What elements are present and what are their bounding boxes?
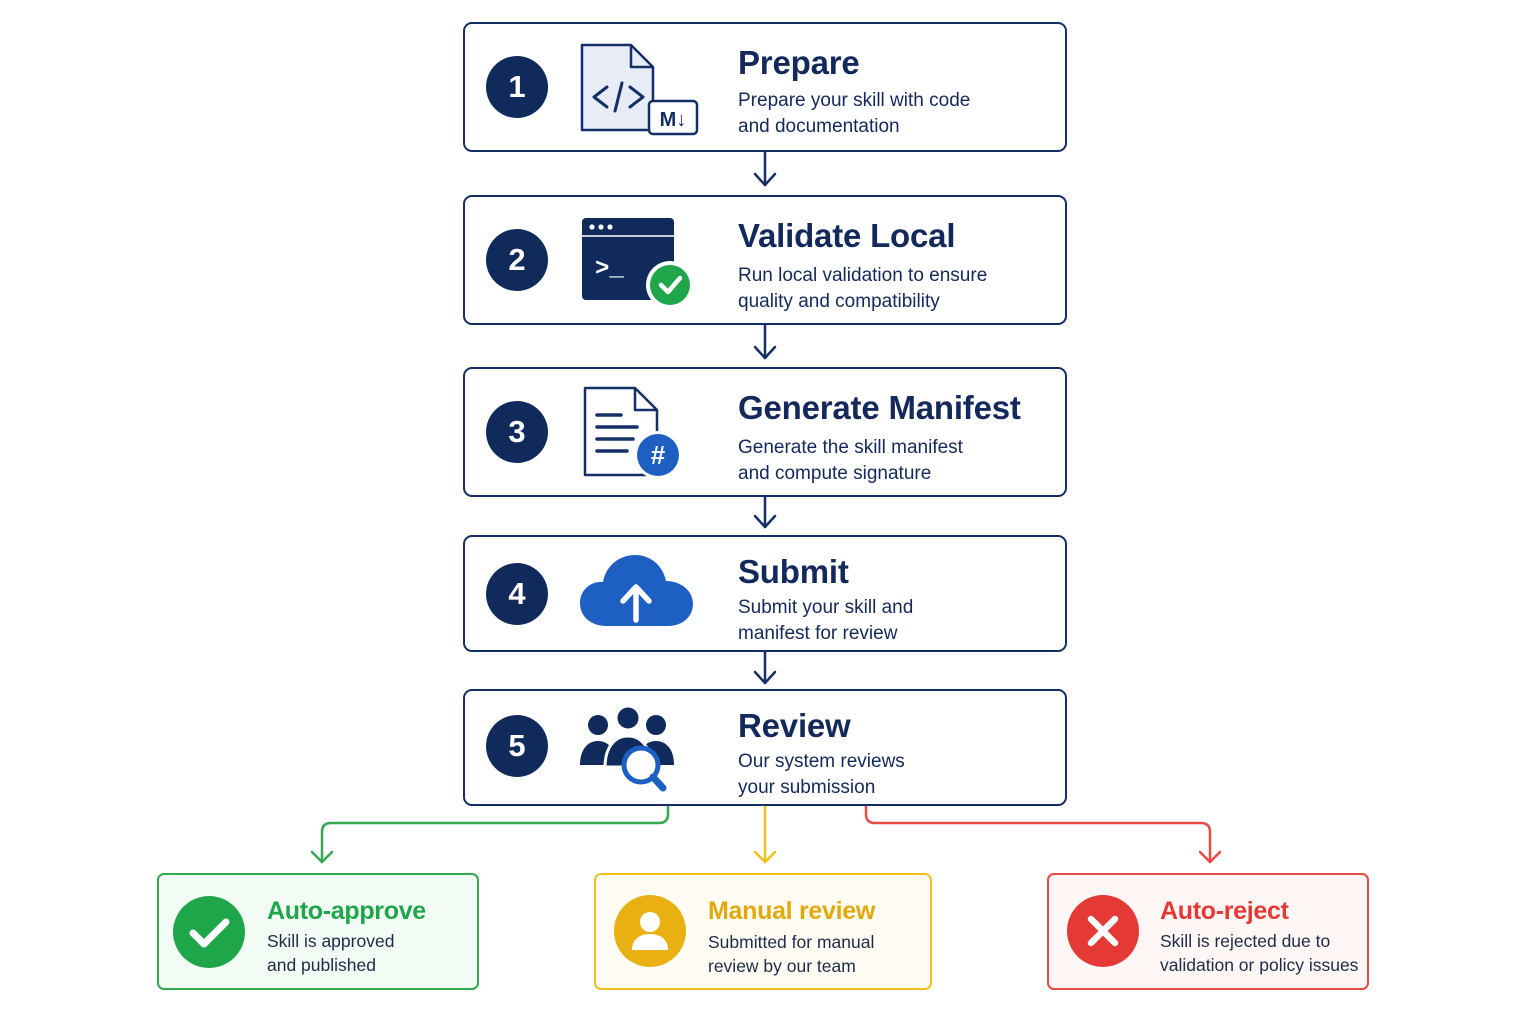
step-generate-manifest: 3 # Generate Manifest Generate the skill… bbox=[463, 367, 1067, 497]
step-title: Submit bbox=[738, 553, 849, 590]
manifest-hash-file-icon: # bbox=[583, 386, 682, 479]
x-circle-icon bbox=[1067, 895, 1139, 967]
outcome-title: Auto-approve bbox=[267, 897, 426, 925]
step-validate-local: 2 >_ Validate Local Run local validation… bbox=[463, 195, 1067, 325]
step-number: 1 bbox=[486, 56, 548, 118]
outcome-title: Auto-reject bbox=[1160, 897, 1289, 925]
cloud-upload-icon bbox=[580, 555, 693, 626]
step-number: 3 bbox=[486, 401, 548, 463]
code-markdown-file-icon: M↓ bbox=[580, 43, 699, 136]
step-title: Generate Manifest bbox=[738, 389, 1021, 426]
step-title: Review bbox=[738, 707, 851, 744]
step-number: 5 bbox=[486, 715, 548, 777]
step-number: 4 bbox=[486, 563, 548, 625]
markdown-badge-text: M↓ bbox=[660, 109, 687, 131]
step-title: Validate Local bbox=[738, 217, 956, 254]
terminal-prompt-text: >_ bbox=[595, 256, 624, 283]
step-number: 2 bbox=[486, 229, 548, 291]
step-title: Prepare bbox=[738, 44, 860, 81]
terminal-check-icon: >_ bbox=[582, 218, 694, 309]
check-circle-icon bbox=[173, 896, 245, 968]
outcome-title: Manual review bbox=[708, 897, 875, 925]
team-search-icon bbox=[580, 704, 674, 792]
person-circle-icon bbox=[614, 895, 686, 967]
hash-badge-text: # bbox=[651, 440, 666, 470]
step-prepare: 1 M↓ Prepare Prepare your skill with cod… bbox=[463, 22, 1067, 152]
